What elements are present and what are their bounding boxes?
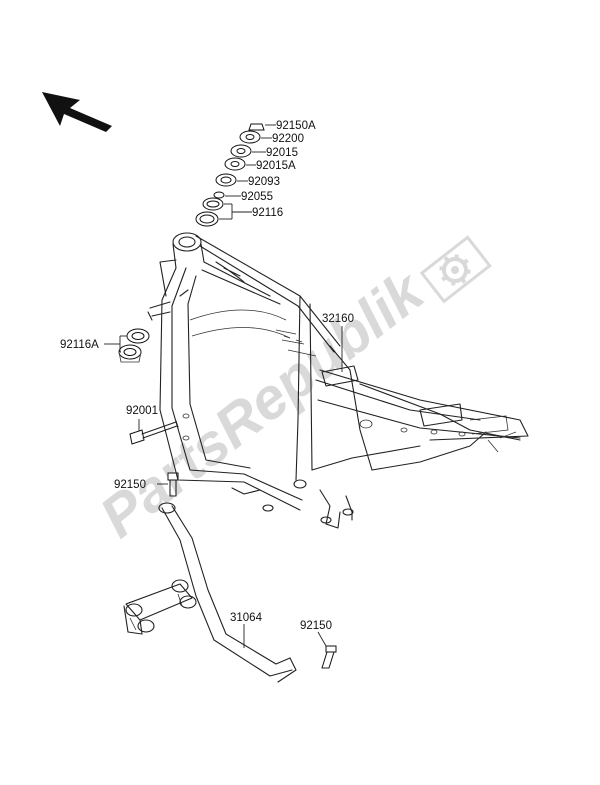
callout-32160: 32160 bbox=[322, 313, 354, 325]
callout-92150-upper: 92150 bbox=[114, 479, 146, 491]
leader-lines bbox=[104, 124, 343, 648]
part-92116A[interactable] bbox=[118, 328, 150, 363]
part-92200[interactable] bbox=[239, 130, 261, 144]
part-92116-lower[interactable] bbox=[195, 211, 219, 227]
callout-92015: 92015 bbox=[266, 147, 298, 159]
part-92055[interactable] bbox=[213, 191, 225, 199]
callout-92116A: 92116A bbox=[60, 339, 99, 351]
callout-92200: 92200 bbox=[272, 133, 304, 145]
watermark-text: PartsRepublik bbox=[88, 257, 438, 550]
callout-92150A: 92150A bbox=[276, 120, 316, 132]
direction-arrow-icon bbox=[42, 92, 112, 132]
part-92116-upper[interactable] bbox=[202, 197, 224, 211]
part-31064-downtube[interactable] bbox=[123, 502, 297, 683]
callout-92116: 92116 bbox=[252, 207, 283, 219]
part-92150A[interactable] bbox=[248, 123, 265, 131]
callout-92150-lower: 92150 bbox=[300, 620, 332, 632]
callout-92055: 92055 bbox=[241, 191, 273, 203]
part-92150-lower[interactable] bbox=[321, 645, 337, 669]
part-32160-frame[interactable] bbox=[147, 232, 529, 529]
callout-92001: 92001 bbox=[126, 405, 158, 417]
part-92093[interactable] bbox=[215, 173, 237, 187]
callout-labels: 92150A 92200 92015 92015A 92093 92055 92… bbox=[60, 120, 354, 632]
steering-head-parts bbox=[195, 123, 265, 227]
gear-icon bbox=[419, 235, 492, 304]
watermark: PartsRepublik bbox=[88, 257, 438, 550]
part-92015A[interactable] bbox=[224, 157, 246, 171]
callout-92093: 92093 bbox=[248, 176, 280, 188]
part-92015[interactable] bbox=[230, 144, 252, 158]
callout-92015A: 92015A bbox=[256, 160, 296, 172]
callout-31064: 31064 bbox=[230, 612, 263, 624]
